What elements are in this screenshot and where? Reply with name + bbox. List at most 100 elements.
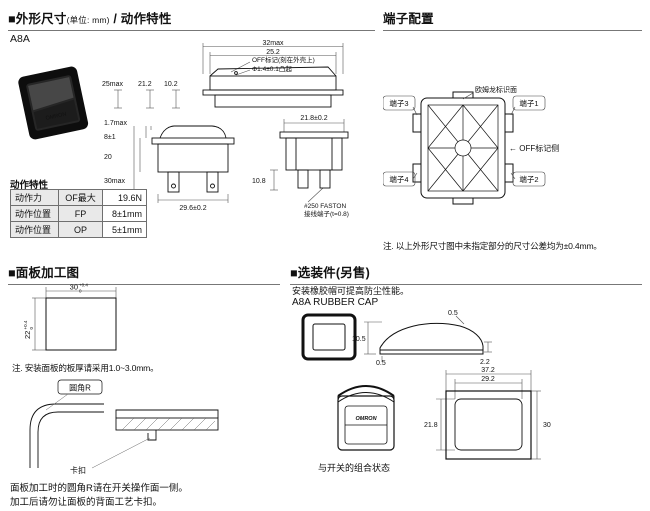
corner-radius-label: 圆角R: [69, 383, 91, 393]
table-cell: 19.6N: [102, 189, 147, 206]
switch-outline: [151, 125, 235, 193]
table-cell: 8±1mm: [102, 205, 147, 222]
dimensions-suffix: / 动作特性: [113, 12, 172, 26]
dimension-lines: [436, 370, 541, 460]
cutout-rect: [45, 297, 117, 351]
dim-8: 8±1: [104, 134, 116, 141]
table-row: 动作位置 FP 8±1mm: [10, 205, 147, 222]
combo-caption: 与开关的组合状态: [318, 463, 391, 473]
section-title-panel: ■面板加工图: [8, 262, 280, 285]
dim-0-5-bottom: 0.5: [376, 360, 386, 366]
drawing-front-view: 1.7max 8±1 20 30max 29.6±0.2: [104, 120, 235, 212]
table-cell: 动作位置: [10, 221, 59, 238]
section-title-dimensions: ■外形尺寸(单位: mm) / 动作特性: [8, 8, 375, 31]
model-label: A8A: [10, 33, 30, 45]
dim-cutout-width-tol-dn: 0: [79, 289, 82, 294]
options-title: ■选装件(另售): [290, 266, 370, 280]
table-row: 动作力 OF最大 19.6N: [10, 189, 147, 206]
dim-10-8: 10.8: [252, 178, 266, 185]
combo-outline: [337, 385, 395, 451]
dim-30-right: 30: [543, 422, 551, 429]
table-cell: OF最大: [58, 189, 103, 206]
dimension-lines: [364, 315, 492, 362]
options-description: 安装橡胶帽可提高防尘性能。: [292, 286, 410, 296]
drawing-panel-corner: 圆角R 卡扣: [29, 379, 219, 475]
panel-note-line-2: 加工后请勿让面板的背面工艺卡扣。: [10, 497, 163, 508]
dim-height-1: 25max: [102, 81, 124, 88]
callout-faston-2: 接线端子(t=0.8): [304, 209, 349, 218]
dim-cutout-width-tol-up: +0.4: [79, 283, 88, 288]
terminal-block-outline: [412, 91, 514, 205]
dim-height-2: 21.2: [138, 81, 152, 88]
switch-photo-group: OMRON: [18, 66, 89, 140]
dim-21-8: 21.8±0.2: [300, 115, 327, 122]
table-row: 动作位置 OP 5±1mm: [10, 221, 147, 238]
dim-width-outer: 32max: [262, 40, 284, 47]
drawing-cap-on-switch: OMRON: [337, 385, 395, 451]
callout-faston-1: #250 FASTON: [304, 203, 346, 210]
cap-top-inner: [454, 398, 523, 451]
dim-29-2: 29.2: [481, 376, 495, 383]
drawing-cap-profile: 10.5 0.5 0.5 2.2: [352, 310, 492, 366]
off-side-label: ← OFF标记侧: [509, 143, 559, 153]
corner-outline: [29, 379, 219, 468]
options-product-name: A8A RUBBER CAP: [292, 297, 379, 308]
combo-brand-text: OMRON: [355, 416, 377, 422]
dim-21-8: 21.8: [424, 422, 438, 429]
table-cell: 动作力: [10, 189, 59, 206]
dim-cutout-height-tol-dn: 0: [29, 327, 34, 330]
cap-profile-outline: [379, 322, 484, 355]
terminal-block-inner: [427, 104, 499, 192]
drawing-side-view: 32max 25.2 25max 21.2 10.2 OFF标记(刻在外壳上) …: [102, 40, 344, 109]
table-caption: 动作特性: [10, 180, 49, 191]
terminal-1-label: 端子1: [519, 98, 538, 108]
panel-title: ■面板加工图: [8, 266, 80, 280]
dim-30: 30max: [104, 178, 126, 185]
switch-outline: [279, 131, 349, 189]
panel-note-line-1: 面板加工时的圆角R请在开关操作面一侧。: [10, 483, 188, 494]
section-title-terminals: 端子配置: [383, 8, 642, 31]
hatch-and-leaders: [45, 393, 216, 469]
panel-thickness-note: 注. 安装面板的板厚请采用1.0~3.0mm。: [12, 363, 159, 373]
drawing-side-view-2: 21.8±0.2 10.8 #250 FASTON 接线端子(t=0.8): [252, 115, 349, 218]
cap-inner: [312, 323, 346, 351]
terminal-diagram: 端子3 端子1 端子4 端子2 欧姆龙标识面 ← OFF标记侧: [383, 85, 559, 205]
dim-cutout-width: 30: [70, 283, 78, 292]
callout-emboss: Φ1.4±0.1凸起: [252, 65, 292, 73]
terminal-labels-boxes: [383, 92, 546, 187]
rocker-top-face: [28, 77, 74, 111]
dim-width-inner: 25.2: [266, 49, 280, 56]
dimension-lines: [133, 126, 229, 203]
dim-0-5-top: 0.5: [448, 310, 458, 317]
rocker-bottom-face: [33, 99, 79, 129]
dimensions-title: ■外形尺寸: [8, 12, 67, 26]
section-title-options: ■选装件(另售): [290, 262, 642, 285]
table-cell: 5±1mm: [102, 221, 147, 238]
product-photo: OMRON: [18, 66, 89, 140]
switch-outline: [202, 66, 344, 108]
dimension-lines: [270, 119, 345, 203]
dim-29-6: 29.6±0.2: [179, 205, 206, 212]
dim-37-2: 37.2: [481, 367, 495, 374]
brand-logo-text: OMRON: [45, 112, 67, 122]
dim-10-5: 10.5: [352, 336, 366, 343]
cap-outer: [301, 313, 357, 361]
dim-cutout-height: 22: [23, 331, 32, 339]
drawing-panel-cutout: 30 +0.4 0 22 +0.4 0: [23, 283, 117, 351]
dim-cutout-height-group: 22 +0.4 0: [23, 320, 34, 339]
logo-side-callout: 欧姆龙标识面: [475, 85, 517, 94]
terminal-2-label: 端子2: [519, 174, 538, 184]
cap-top-outer: [445, 390, 532, 460]
terminals-title: 端子配置: [383, 12, 434, 26]
spec-table: 动作力 OF最大 19.6N 动作位置 FP 8±1mm 动作位置 OP 5±1…: [10, 189, 147, 238]
tolerance-note: 注. 以上外形尺寸图中未指定部分的尺寸公差均为±0.4mm。: [383, 241, 602, 251]
dimension-lines: [32, 287, 117, 351]
dim-height-3: 10.2: [164, 81, 178, 88]
terminal-4-label: 端子4: [389, 174, 408, 184]
dim-2-2: 2.2: [480, 359, 490, 366]
table-cell: OP: [58, 221, 103, 238]
snap-label: 卡扣: [70, 465, 86, 475]
callout-off-mark: OFF标记(刻在外壳上): [252, 55, 315, 64]
table-cell: 动作位置: [10, 205, 59, 222]
